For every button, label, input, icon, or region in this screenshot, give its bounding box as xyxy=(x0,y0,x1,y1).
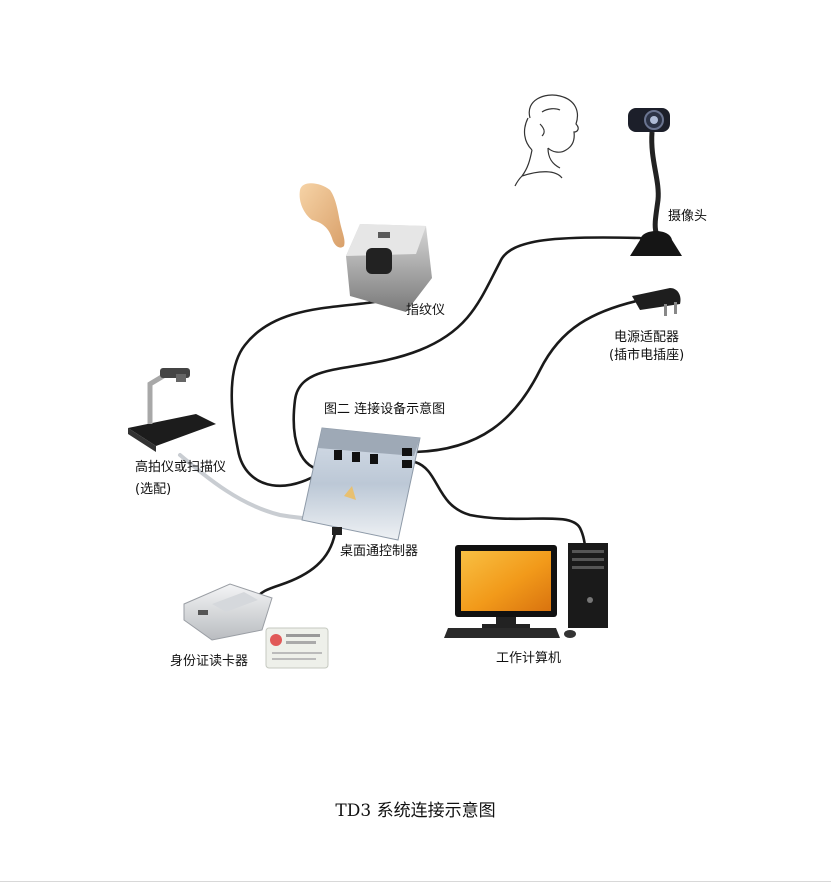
person-sketch xyxy=(514,94,579,187)
scanner-label: 高拍仪或扫描仪 xyxy=(135,460,227,475)
camera-cable xyxy=(292,236,642,472)
figure-caption: TD3 系统连接示意图 xyxy=(335,801,496,821)
power-cable xyxy=(413,296,652,454)
controller-label: 桌面通控制器 xyxy=(340,544,419,559)
power-socket-label: (插市电插座) xyxy=(609,348,685,363)
scanner-illustration xyxy=(128,368,216,452)
fingerprint-cable xyxy=(230,296,397,488)
computer-cable xyxy=(413,460,587,550)
id-reader-cable xyxy=(256,531,337,598)
id-reader-label: 身份证读卡器 xyxy=(170,654,249,669)
fingerprint-device-illustration xyxy=(346,224,432,312)
power-plug-illustration xyxy=(632,288,681,316)
power-adapter-label: 电源适配器 xyxy=(614,330,680,345)
controller-illustration xyxy=(301,427,421,541)
camera-label: 摄像头 xyxy=(668,209,708,224)
hand-illustration xyxy=(299,183,345,248)
camera-illustration xyxy=(628,108,682,256)
computer-label: 工作计算机 xyxy=(496,651,562,666)
id-reader-illustration xyxy=(183,583,273,641)
figure-title: 图二 连接设备示意图 xyxy=(324,402,446,417)
id-card-illustration xyxy=(265,627,329,669)
bottom-divider xyxy=(0,881,831,882)
cables xyxy=(178,236,652,598)
computer-illustration xyxy=(444,543,608,638)
scanner-optional-label: (选配) xyxy=(135,482,172,497)
fingerprint-label: 指纹仪 xyxy=(406,303,446,318)
